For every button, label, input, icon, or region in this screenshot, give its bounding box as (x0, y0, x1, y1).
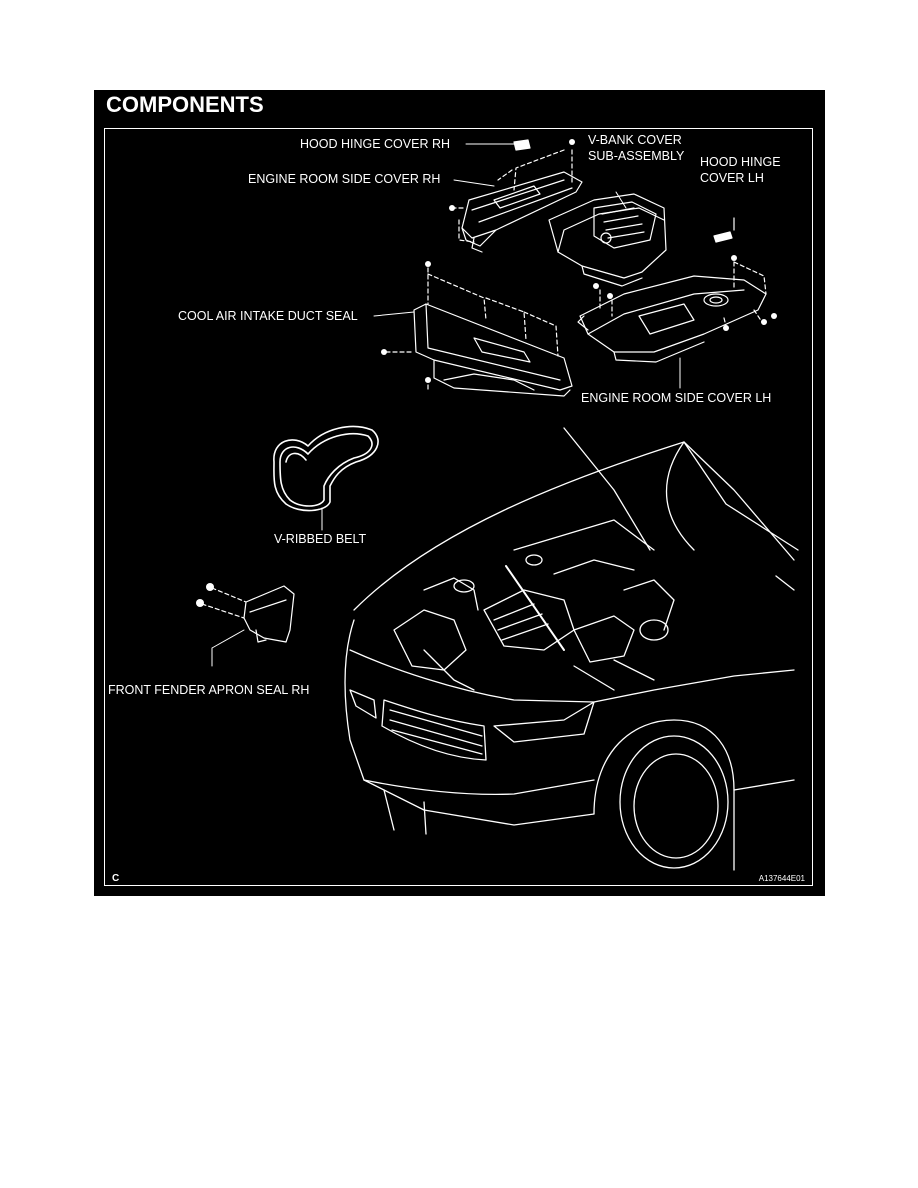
front-fender-apron-seal-rh-part (243, 585, 295, 643)
engine-room-side-cover-rh-part (461, 171, 583, 253)
diagram-title: COMPONENTS (106, 92, 264, 117)
leader-lines (211, 143, 681, 667)
label-hood-hinge-cover-rh: HOOD HINGE COVER RH (300, 137, 451, 151)
engine-room-side-cover-lh-part (577, 275, 767, 363)
figure-code: A137644E01 (758, 874, 805, 883)
label-front-fender-apron-seal-rh: FRONT FENDER APRON SEAL RH (108, 683, 310, 697)
bolt-icon (449, 139, 575, 211)
label-engine-room-side-cover-rh: ENGINE ROOM SIDE COVER RH (248, 172, 441, 186)
v-bank-cover-part (548, 193, 667, 287)
bolt-icon (196, 583, 214, 607)
label-hood-hinge-cover-lh-line2: COVER LH (700, 171, 764, 185)
components-illustration (196, 139, 799, 871)
car-front-illustration (344, 427, 799, 871)
section-code: C (112, 873, 120, 884)
hood-hinge-cover-rh-part (513, 139, 531, 151)
bolt-icon (593, 255, 777, 331)
label-cool-air-intake-duct-seal: COOL AIR INTAKE DUCT SEAL (178, 309, 358, 323)
diagram-panel (104, 128, 813, 886)
diagram-frame: COMPONENTS (94, 90, 825, 896)
label-v-bank-cover-line1: V-BANK COVER (588, 133, 682, 147)
bolt-icon (381, 261, 431, 383)
cool-air-intake-duct-seal-part (413, 303, 573, 397)
hood-hinge-cover-lh-part (713, 217, 735, 243)
label-v-ribbed-belt: V-RIBBED BELT (274, 532, 367, 546)
label-engine-room-side-cover-lh: ENGINE ROOM SIDE COVER LH (581, 391, 772, 405)
label-hood-hinge-cover-lh-line1: HOOD HINGE (700, 155, 781, 169)
label-v-bank-cover-line2: SUB-ASSEMBLY (588, 149, 685, 163)
v-ribbed-belt-part (273, 425, 379, 512)
